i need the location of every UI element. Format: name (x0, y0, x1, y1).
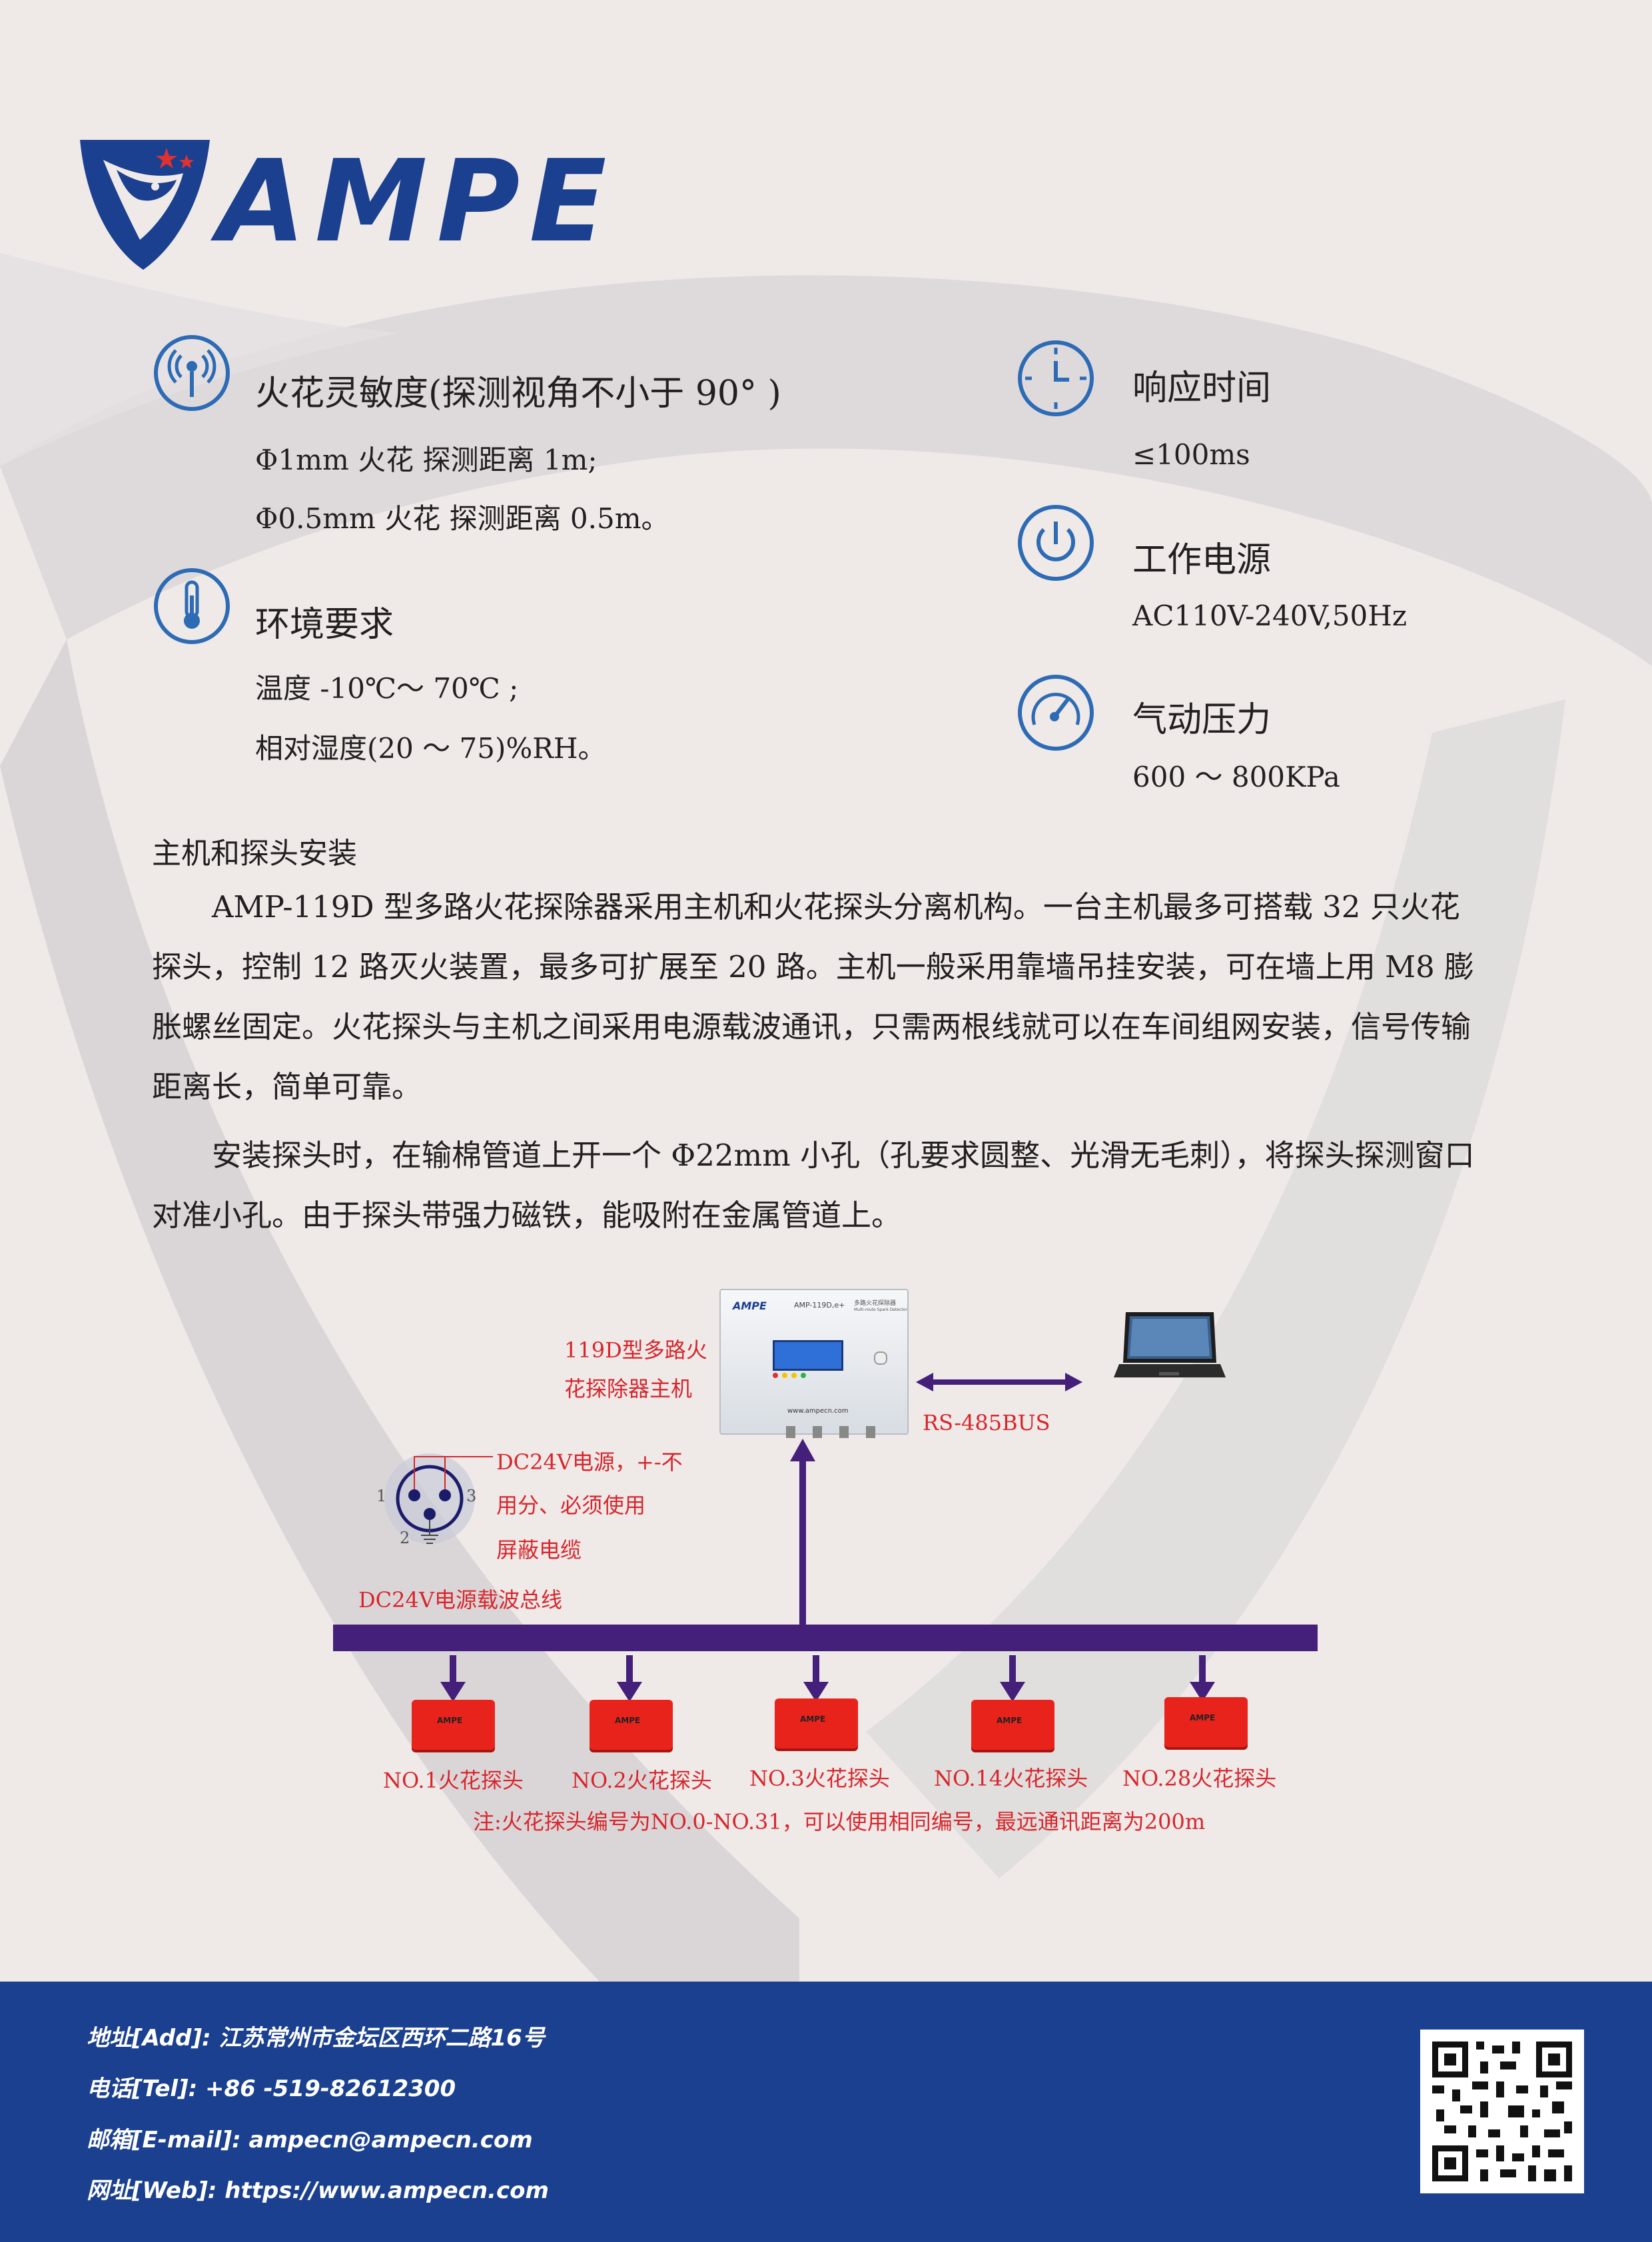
spark-sensitivity-title: 火花灵敏度(探测视角不小于 90° ) (255, 374, 781, 414)
spark-probe-28: AMPE (1164, 1697, 1248, 1747)
logo-text: AMPE (218, 136, 616, 268)
host-lcd-display (773, 1340, 843, 1371)
thermometer-icon (152, 566, 232, 646)
air-pressure-title: 气动压力 (1132, 700, 1272, 740)
connector-pin-2: 2 (400, 1529, 410, 1547)
host-label-line-2: 花探除器主机 (564, 1376, 693, 1401)
rs485-bus-label: RS-485BUS (923, 1410, 1050, 1435)
footer-web[interactable]: 网址[Web]: https://www.ampecn.com (87, 2177, 549, 2204)
host-unit-image: AMPE AMP-119D,e+ 多路火花探除器 Multi-route Spa… (719, 1289, 909, 1438)
probe-arrow-icon (1190, 1655, 1215, 1702)
probe-label-14: NO.14火花探头 (934, 1766, 1088, 1791)
probe-box-brand: AMPE (800, 1714, 826, 1724)
probe-arrow-icon (617, 1655, 642, 1702)
power-carrier-bus-bar (333, 1625, 1318, 1651)
host-panel-title: 多路火花探除器 (854, 1300, 897, 1307)
host-label-line-1: 119D型多路火 (564, 1337, 707, 1363)
spark-probe-14: AMPE (971, 1700, 1054, 1750)
connector-pin-3: 3 (466, 1487, 477, 1505)
probe-box-brand: AMPE (615, 1716, 641, 1725)
clock-icon (1016, 338, 1096, 418)
probe-arrow-icon (1000, 1655, 1025, 1702)
qr-code[interactable] (1420, 2030, 1584, 2193)
dc-note-line-3: 屏蔽电缆 (496, 1537, 582, 1563)
spark-probe-2: AMPE (590, 1700, 673, 1750)
host-panel-url: www.ampecn.com (787, 1407, 849, 1415)
eagle-shield-icon (80, 140, 210, 270)
env-spec-line-2: 相对湿度(20 ～ 75)%RH。 (255, 732, 606, 765)
install-paragraph-2: 安装探头时，在输棉管道上开一个 Φ22mm 小孔（孔要求圆整、光滑无毛刺），将探… (152, 1138, 1475, 1233)
install-heading: 主机和探头安装 (152, 837, 357, 871)
contact-footer: 地址[Add]: 江苏常州市金坛区西环二路16号 电话[Tel]: +86 -5… (0, 1982, 1652, 2242)
connector-diagram (384, 1453, 493, 1544)
probe-label-3: NO.3火花探头 (749, 1766, 890, 1791)
probe-box-brand: AMPE (437, 1716, 463, 1725)
probe-numbering-note: 注:火花探头编号为NO.0-NO.31，可以使用相同编号，最远通讯距离为200m (473, 1809, 1206, 1834)
qr-code-icon (1432, 2042, 1572, 2181)
power-supply-value: AC110V-240V,50Hz (1132, 599, 1408, 632)
probe-arrow-icon (440, 1655, 466, 1702)
air-pressure-value: 600 ～ 800KPa (1132, 761, 1340, 793)
probe-label-28: NO.28火花探头 (1122, 1766, 1277, 1791)
environment-title: 环境要求 (255, 605, 394, 645)
brand-logo: AMPE (77, 133, 606, 273)
connector-pin-1: 1 (376, 1487, 387, 1505)
spark-probe-1: AMPE (412, 1700, 495, 1750)
probe-label-2: NO.2火花探头 (572, 1768, 712, 1793)
bus-to-host-arrow-icon (790, 1439, 815, 1629)
power-bus-label: DC24V电源载波总线 (358, 1587, 562, 1613)
probe-arrow-icon (803, 1655, 829, 1702)
dc-note-line-1: DC24V电源，+-不 (496, 1449, 683, 1475)
signal-icon (152, 333, 232, 413)
host-knob (874, 1351, 887, 1365)
spark-probe-3: AMPE (775, 1698, 858, 1748)
dc-note-line-2: 用分、必须使用 (496, 1493, 646, 1518)
spark-spec-line-1: Φ1mm 火花 探测距离 1m; (255, 444, 598, 476)
probe-box-brand: AMPE (1190, 1713, 1216, 1722)
host-panel-model: AMP-119D,e+ (794, 1301, 845, 1309)
footer-tel: 电话[Tel]: +86 -519-82612300 (87, 2075, 456, 2102)
power-supply-title: 工作电源 (1132, 540, 1272, 580)
probe-box-brand: AMPE (997, 1716, 1023, 1725)
footer-email: 邮箱[E-mail]: ampecn@ampecn.com (87, 2127, 533, 2153)
laptop-image (1112, 1311, 1226, 1381)
env-spec-line-1: 温度 -10℃～ 70℃ ; (255, 672, 519, 705)
response-time-title: 响应时间 (1132, 368, 1272, 408)
host-panel-subtitle: Multi-route Spark Detector (854, 1308, 907, 1312)
host-led-indicators (773, 1373, 813, 1379)
rs485-arrow-icon (916, 1373, 1082, 1391)
gauge-icon (1016, 673, 1096, 753)
spark-spec-line-2: Φ0.5mm 火花 探测距离 0.5m。 (255, 502, 669, 535)
response-time-value: ≤100ms (1132, 438, 1250, 471)
probe-label-1: NO.1火花探头 (383, 1768, 524, 1793)
install-paragraph-1: AMP-119D 型多路火花探除器采用主机和火花探头分离机构。一台主机最多可搭载… (152, 889, 1475, 1104)
host-panel-brand: AMPE (733, 1300, 767, 1312)
footer-address: 地址[Add]: 江苏常州市金坛区西环二路16号 (87, 2025, 545, 2052)
power-icon (1016, 503, 1096, 583)
host-cable-glands (786, 1426, 919, 1439)
